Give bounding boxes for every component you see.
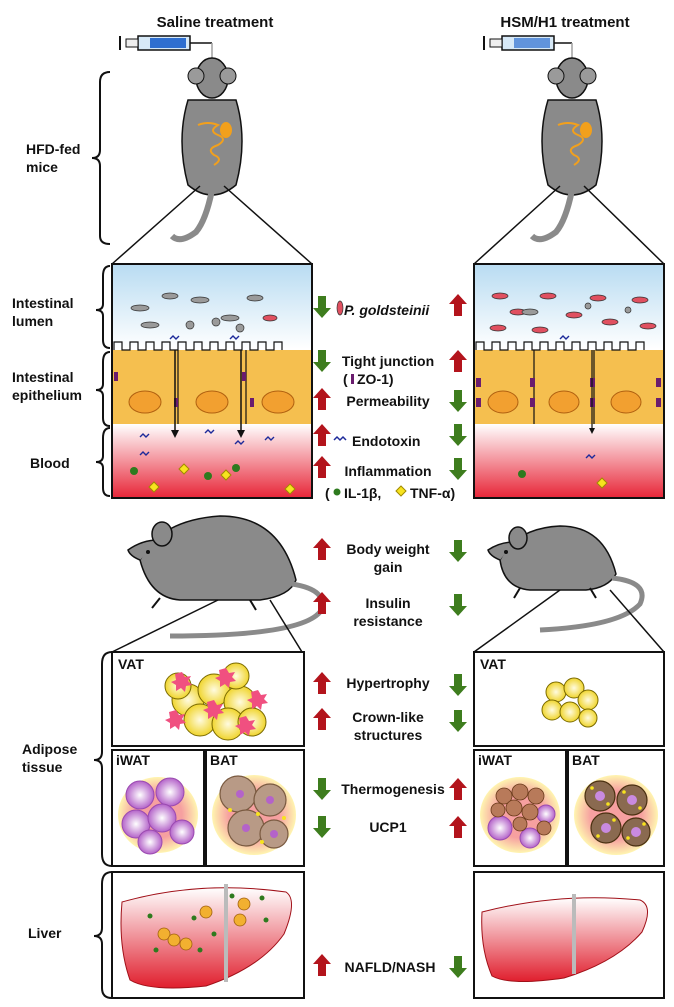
- brace-hfd: [91, 71, 111, 245]
- adipose-tissue-label: Adipose tissue: [22, 741, 78, 775]
- tag-vat-right: VAT: [480, 656, 506, 672]
- comparison-arrows: [313, 294, 467, 978]
- label-crown-like: Crown-like structures: [352, 709, 424, 743]
- mouse-top-left-icon: [169, 57, 243, 243]
- vat-normal-adipocytes: [541, 677, 599, 728]
- label-hypertrophy: Hypertrophy: [346, 675, 430, 691]
- label-il1b: IL-1β,: [344, 485, 382, 501]
- label-cytokine-open: (: [325, 485, 330, 501]
- label-permeability: Permeability: [346, 393, 430, 409]
- label-inflammation: Inflammation: [344, 463, 432, 479]
- arrow-up-icon: [449, 294, 467, 316]
- label-ucp1: UCP1: [369, 819, 407, 835]
- vat-right-panel: [473, 651, 665, 747]
- iwat-left-cells: [118, 777, 198, 855]
- bat-left-cells: [212, 775, 296, 855]
- label-p-goldsteinii: P. goldsteinii: [344, 302, 430, 318]
- brace-intestine: [93, 265, 113, 999]
- saline-treatment-header: Saline treatment: [156, 14, 274, 31]
- bat-right-cells: [574, 775, 658, 855]
- zo1-icon: [351, 374, 354, 384]
- syringe-left-icon: [119, 35, 213, 70]
- label-zo1: ZO-1): [357, 371, 394, 387]
- tag-iwat-right: iWAT: [478, 752, 512, 768]
- label-zo1-open: (: [343, 371, 348, 387]
- label-nafld-nash: NAFLD/NASH: [344, 959, 436, 975]
- label-thermogenesis: Thermogenesis: [341, 781, 445, 797]
- tag-bat-right: BAT: [572, 752, 600, 768]
- endotoxin-icon: [333, 435, 347, 442]
- iwat-right-cells: [480, 777, 560, 853]
- tag-vat-left: VAT: [118, 656, 144, 672]
- il1b-icon: [333, 488, 341, 496]
- intestine-right-panel: [473, 263, 665, 499]
- label-insulin-resistance: Insulin resistance: [353, 595, 423, 629]
- vat-hypertrophic-adipocytes: [164, 662, 267, 741]
- liver-right-healthy: [481, 894, 648, 983]
- tag-bat-left: BAT: [210, 752, 238, 768]
- arrow-down-icon: [313, 296, 331, 318]
- syringe-right-icon: [483, 35, 573, 70]
- label-tnfa: TNF-α): [410, 485, 456, 501]
- hfd-mice-label: HFD-fed mice: [26, 141, 81, 175]
- label-body-weight: Body weight gain: [346, 541, 430, 575]
- liver-left-fatty: [120, 884, 292, 989]
- crown-like-structures: [165, 668, 268, 736]
- intestinal-lumen-label: Intestinal lumen: [12, 295, 74, 329]
- hsm-h1-treatment-header: HSM/H1 treatment: [500, 14, 630, 31]
- label-endotoxin: Endotoxin: [352, 433, 421, 449]
- intestine-left-panel: [111, 263, 313, 499]
- tnfa-icon: [395, 485, 407, 497]
- label-tight-junction: Tight junction: [341, 353, 435, 369]
- mouse-side-left-icon: [127, 515, 325, 639]
- liver-label: Liver: [28, 925, 62, 941]
- mouse-top-right-icon: [529, 57, 603, 243]
- intestinal-epithelium-label: Intestinal epithelium: [12, 369, 83, 403]
- tag-iwat-left: iWAT: [116, 752, 150, 768]
- mouse-side-right-icon: [487, 525, 645, 633]
- blood-label: Blood: [30, 455, 70, 471]
- p-goldsteinii-icon: [336, 300, 344, 316]
